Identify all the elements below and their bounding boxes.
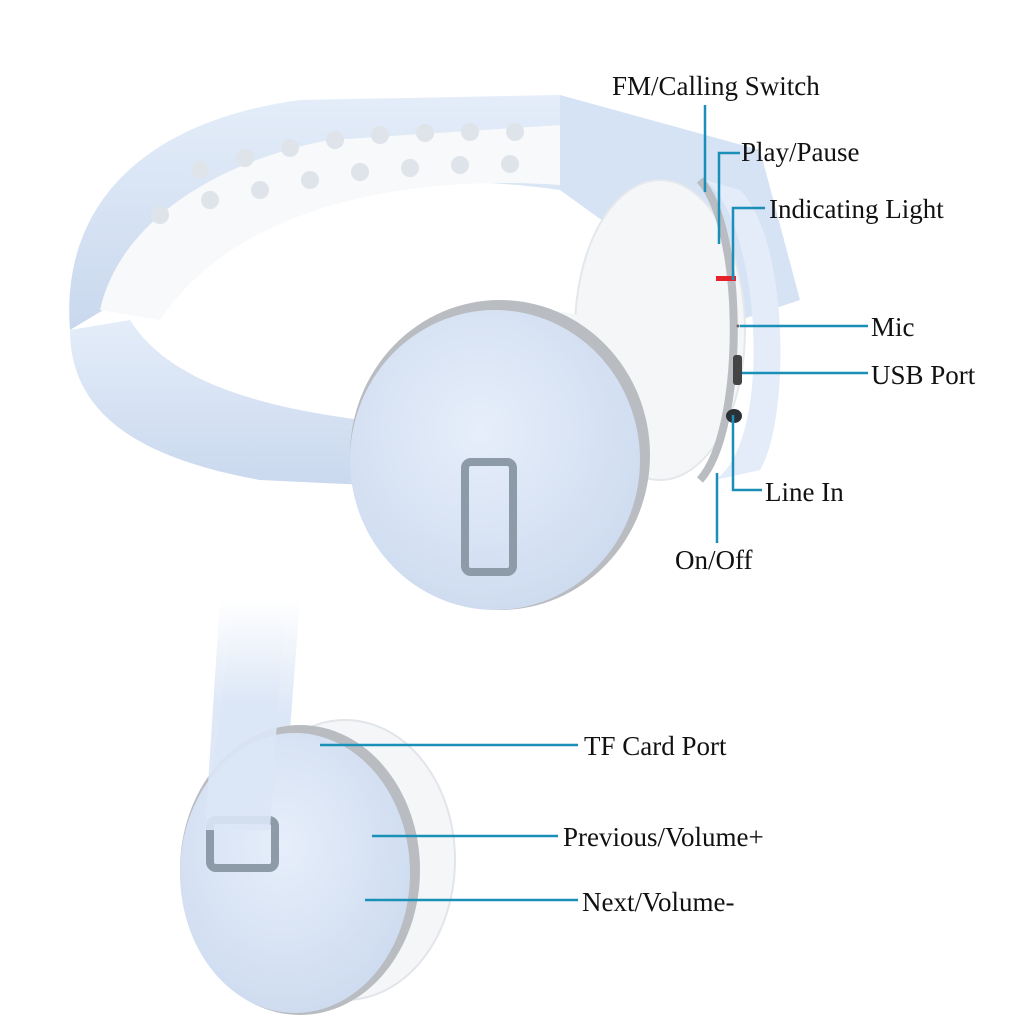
headband-perforations [151, 123, 524, 224]
label-tf-card-port: TF Card Port [584, 731, 727, 761]
callout-line-indicating-light [731, 206, 765, 280]
label-mic: Mic [871, 312, 915, 342]
usb-port-slot [733, 355, 742, 385]
bottom-headphone [180, 600, 456, 1015]
label-play-pause: Play/Pause [741, 137, 860, 167]
label-previous-volume-up: Previous/Volume+ [563, 822, 764, 852]
callout-lines [320, 105, 868, 902]
callout-line-line-in [731, 415, 762, 492]
slider-bracket [461, 458, 517, 576]
label-next-volume-down: Next/Volume- [582, 887, 735, 917]
label-fm-calling-switch: FM/Calling Switch [612, 71, 820, 101]
label-usb-port: USB Port [871, 360, 976, 390]
label-indicating-light: Indicating Light [769, 194, 944, 224]
left-ear-cup [350, 300, 680, 610]
mic-hole [736, 324, 740, 328]
label-line-in: Line In [765, 477, 844, 507]
callout-line-play-pause [717, 151, 740, 244]
label-on-off: On/Off [675, 545, 753, 575]
indicator-light [716, 276, 736, 281]
